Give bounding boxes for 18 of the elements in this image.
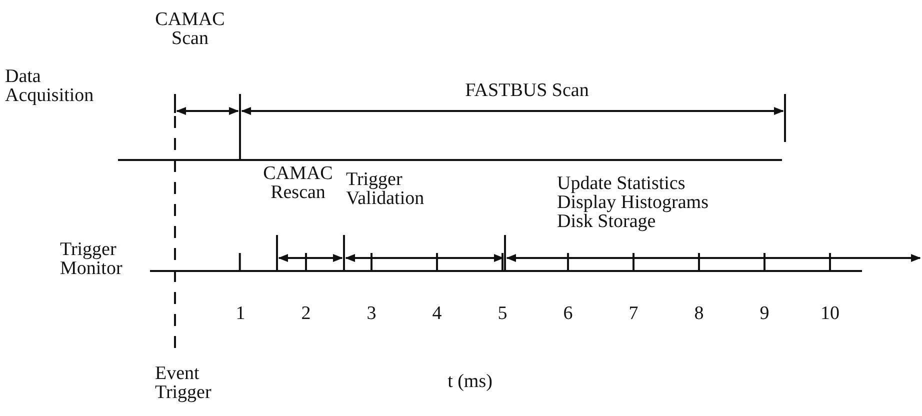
phase-label: CAMAC Scan <box>154 10 226 48</box>
row-label: Trigger Monitor <box>60 240 124 278</box>
row-label: Data Acquisition <box>5 67 95 105</box>
tick-label: 6 <box>562 304 574 323</box>
tick-label: 1 <box>234 304 246 323</box>
tick-label: 3 <box>366 304 378 323</box>
tick-label: 7 <box>628 304 640 323</box>
axis-title: t (ms) <box>446 372 494 391</box>
phase-label: Trigger Validation <box>346 170 426 208</box>
tick-label: 5 <box>496 304 508 323</box>
phase-label: CAMAC Rescan <box>262 164 334 202</box>
tick-label: 4 <box>431 304 443 323</box>
tick-label: 9 <box>758 304 770 323</box>
tick-label: 8 <box>693 304 705 323</box>
tick-label: 10 <box>820 304 840 323</box>
tick-label: 2 <box>300 304 312 323</box>
phase-label: Event Trigger <box>155 364 212 402</box>
phase-label: Update Statistics Display Histograms Disk Storage <box>557 174 710 231</box>
